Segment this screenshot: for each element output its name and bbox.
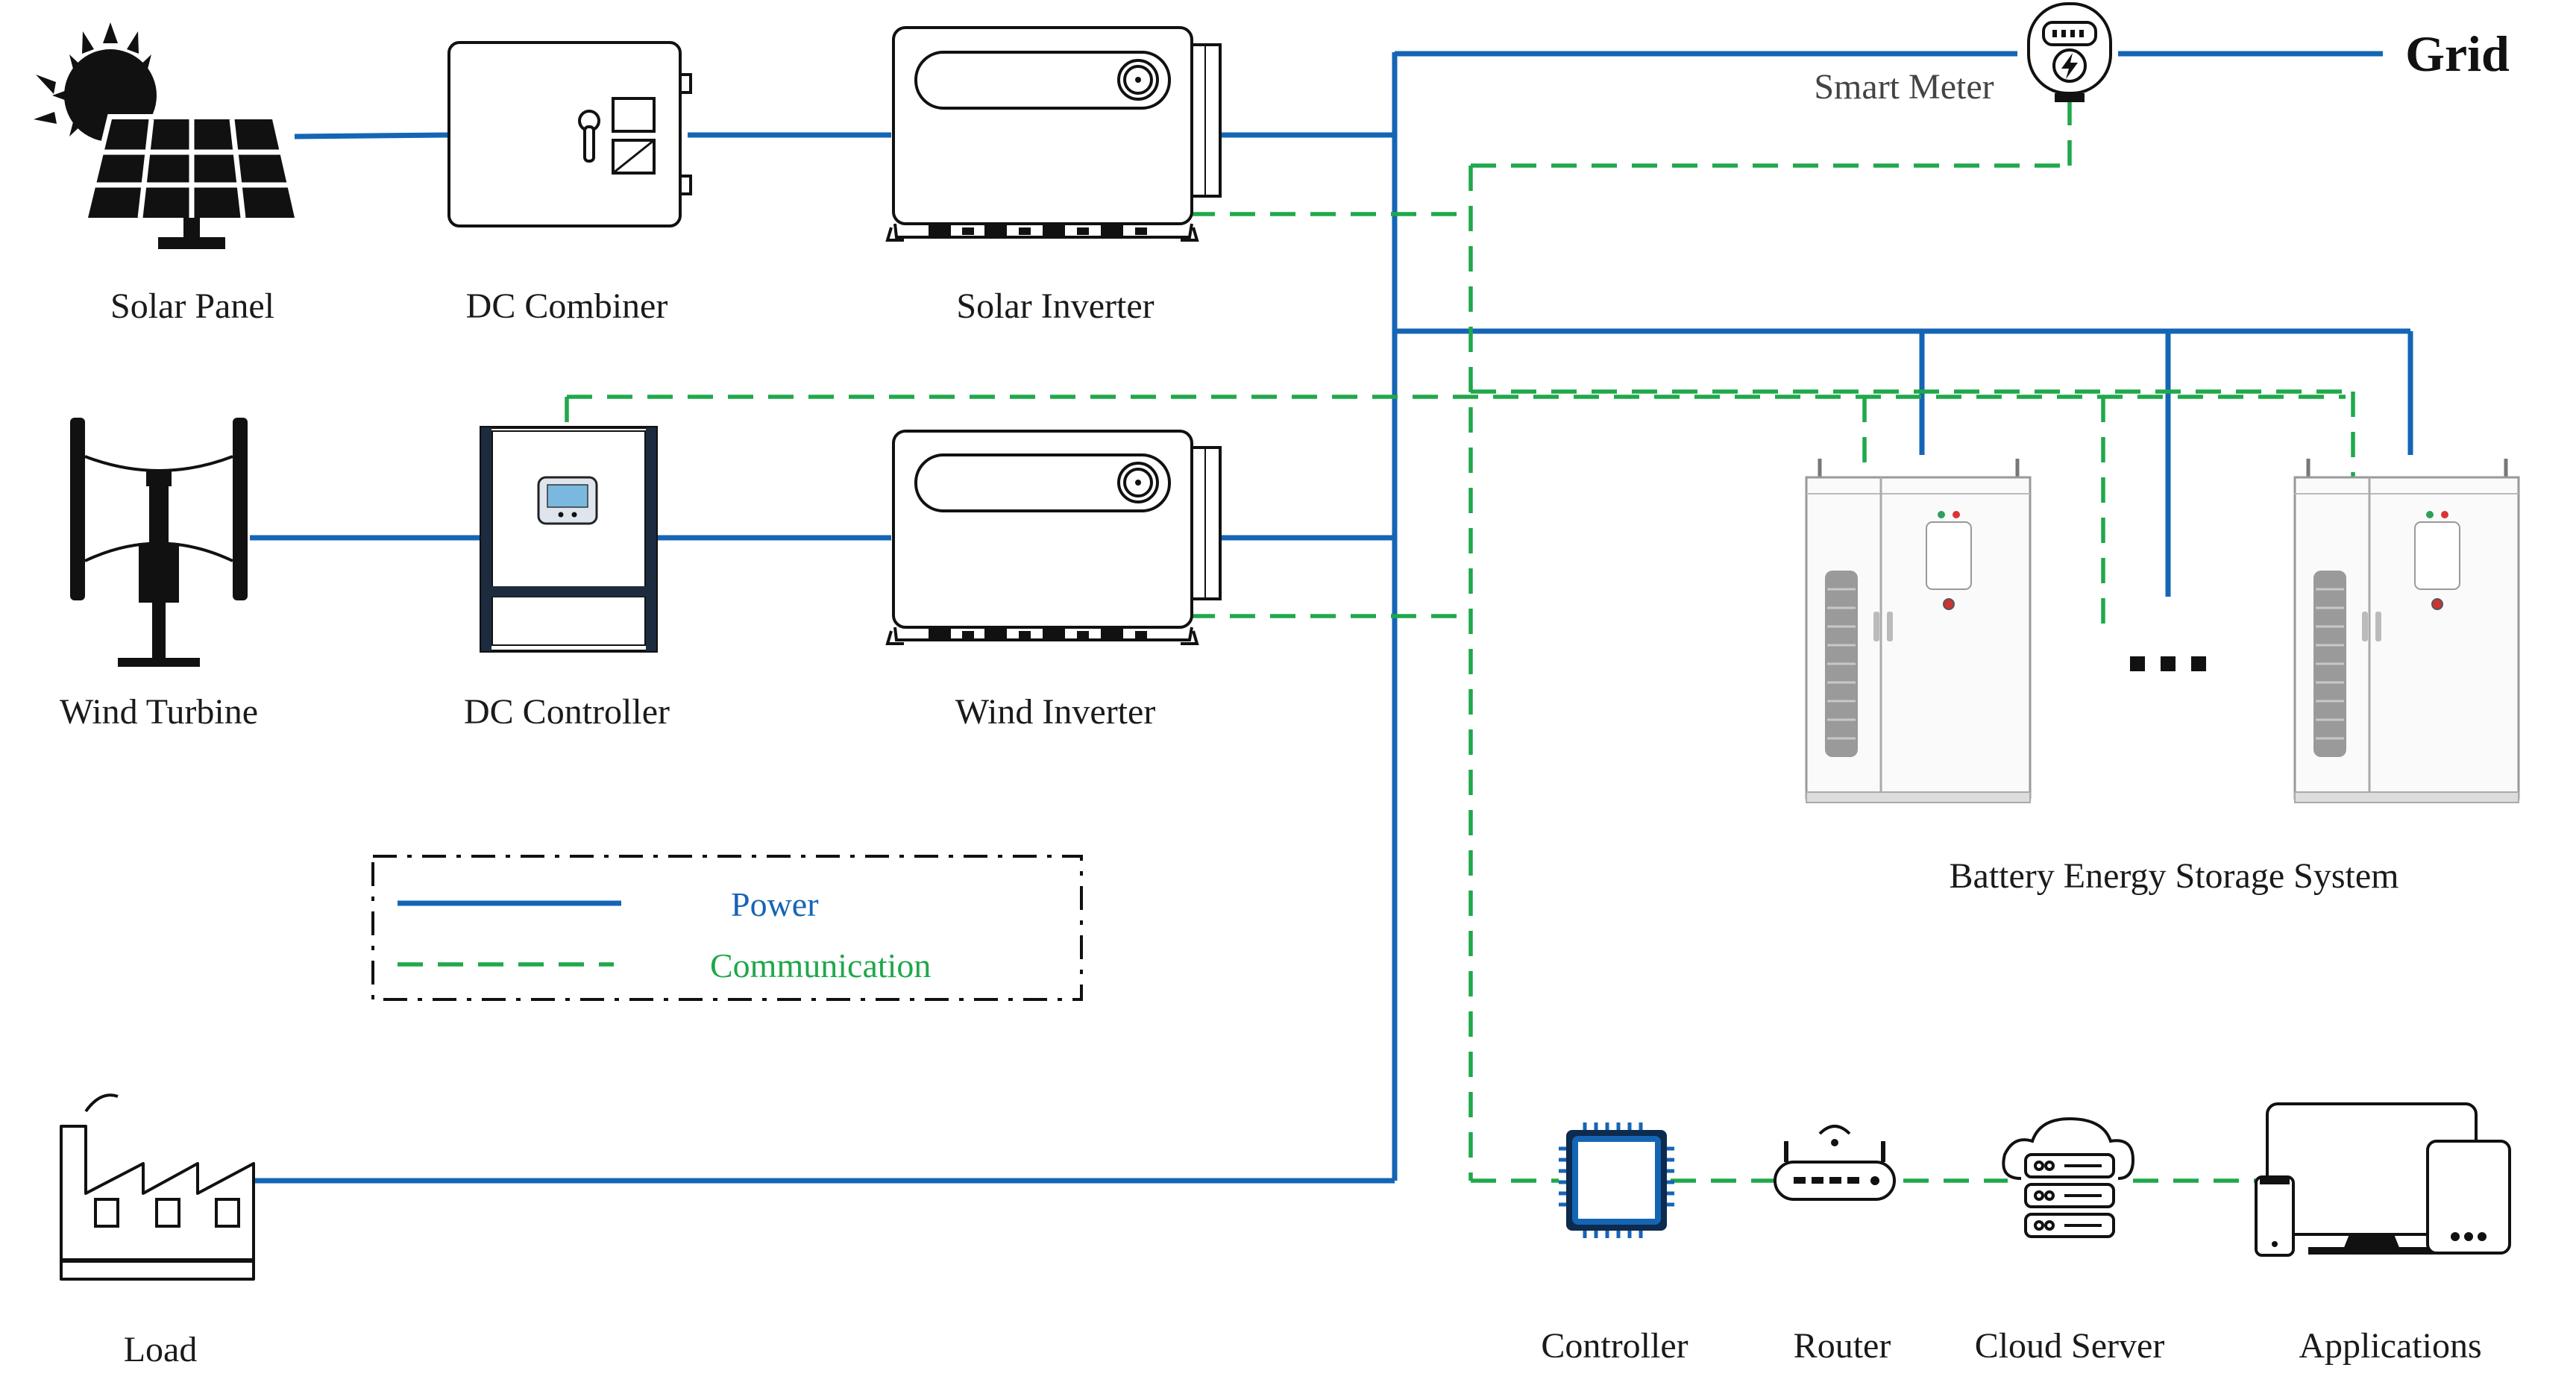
router-icon	[1774, 1125, 1896, 1201]
wind-inverter-label: Wind Inverter	[955, 692, 1156, 732]
battery-storage-label: Battery Energy Storage System	[1950, 856, 2399, 896]
applications-label: Applications	[2299, 1326, 2481, 1366]
controller-label: Controller	[1541, 1326, 1688, 1366]
wind-turbine-label: Wind Turbine	[60, 692, 258, 732]
dc-combiner-label: DC Combiner	[466, 286, 668, 326]
dc-combiner-icon	[447, 41, 692, 227]
router-label: Router	[1794, 1326, 1891, 1366]
smart-meter-label: Smart Meter	[1814, 67, 1994, 107]
wind-inverter-icon	[885, 430, 1222, 645]
battery-cabinet-icon	[1805, 459, 2520, 803]
cloud-server-label: Cloud Server	[1975, 1326, 2165, 1366]
solar-panel-icon	[81, 114, 301, 249]
chip-icon	[1559, 1123, 1674, 1238]
communication-lines	[565, 101, 2355, 1183]
legend: Power Communication	[371, 855, 1083, 1001]
legend-communication-label: Communication	[710, 946, 931, 985]
dc-controller-icon	[480, 426, 658, 653]
solar-panel	[34, 22, 301, 249]
battery-cabinet-1	[1805, 459, 2032, 803]
cloud-server-icon	[2002, 1117, 2135, 1238]
solar-inverter-label: Solar Inverter	[956, 286, 1154, 326]
wind-turbine-icon	[70, 418, 248, 667]
legend-power-label: Power	[731, 885, 819, 923]
grid-label: Grid	[2405, 25, 2510, 82]
solar-inverter-icon	[885, 26, 1222, 242]
devices-icon	[2255, 1102, 2511, 1257]
power-lines	[250, 51, 2413, 1184]
solar-panel-label: Solar Panel	[110, 286, 274, 326]
ellipsis	[2130, 656, 2206, 671]
component-labels: Solar Panel DC Combiner Solar Inverter W…	[60, 25, 2510, 1369]
smart-meter-icon	[2027, 2, 2112, 102]
dc-controller-label: DC Controller	[464, 692, 670, 732]
battery-cabinet-2	[2293, 459, 2520, 803]
factory-icon	[60, 1093, 255, 1281]
load-label: Load	[124, 1330, 198, 1369]
